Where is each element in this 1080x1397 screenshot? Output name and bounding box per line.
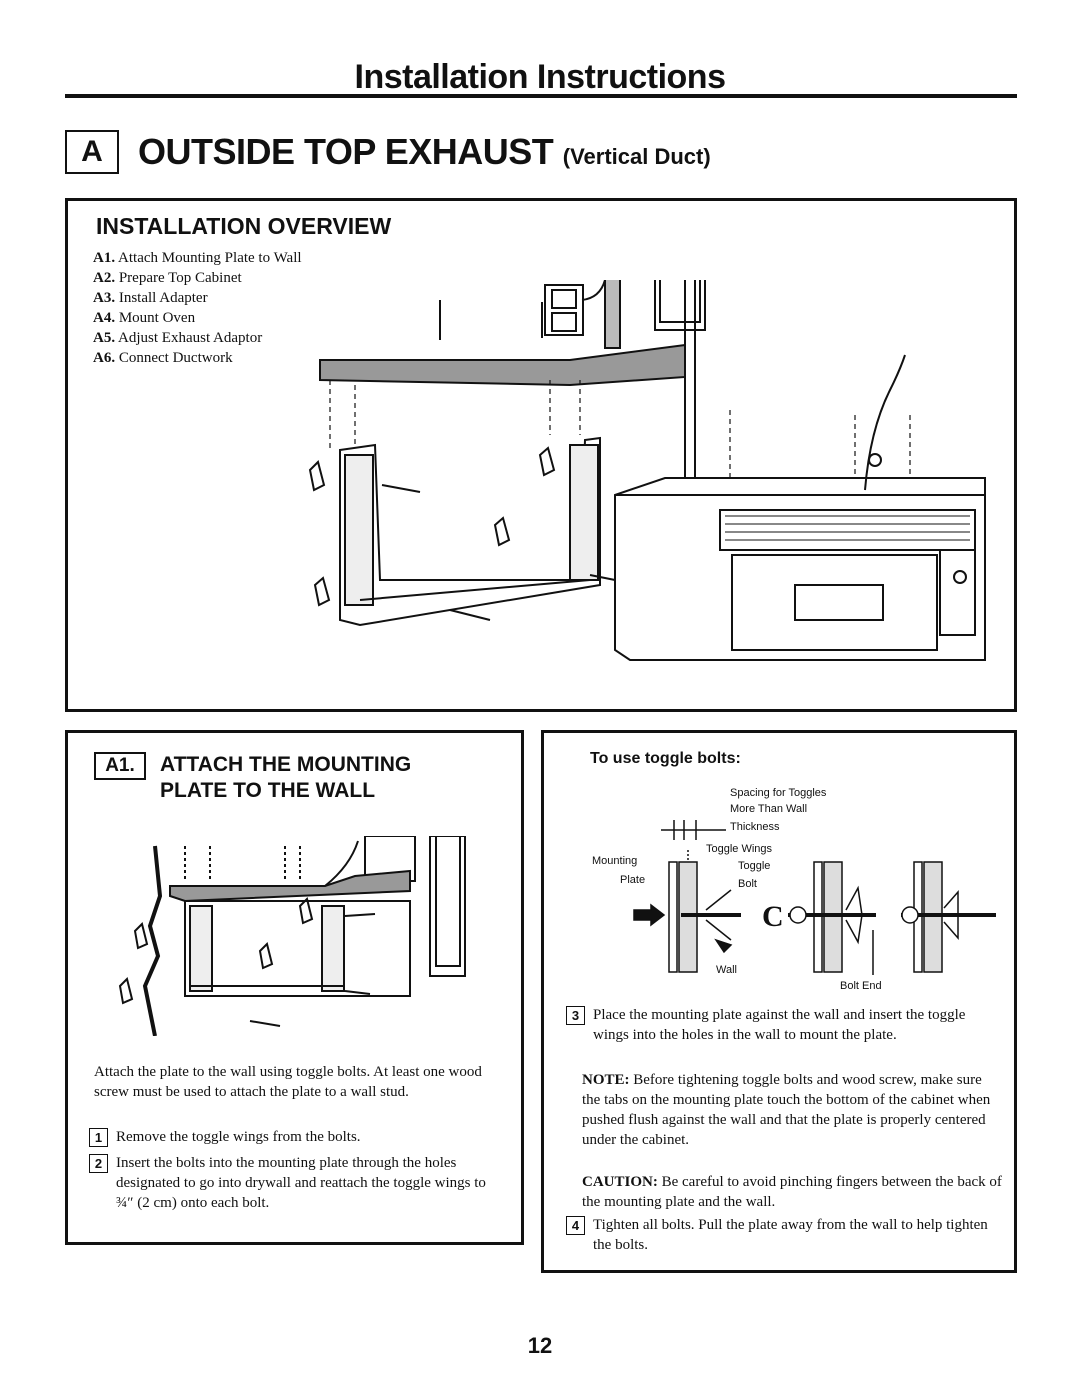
toggle-bolt-diagram: Spacing for Toggles More Than Wall Thick… xyxy=(592,787,996,992)
caution-paragraph: CAUTION: Be careful to avoid pinching fi… xyxy=(582,1172,1002,1212)
label-plate: Plate xyxy=(620,874,645,886)
label-wall: Wall xyxy=(716,964,737,976)
note-text: Before tightening toggle bolts and wood … xyxy=(582,1072,991,1148)
label-spacing-line-3: Thickness xyxy=(730,821,780,833)
step-text: Tighten all bolts. Pull the plate away f… xyxy=(593,1217,988,1253)
label-toggle: Toggle xyxy=(738,860,770,872)
note-label: NOTE: xyxy=(582,1072,630,1088)
a1-heading-line-2: PLATE TO THE WALL xyxy=(160,779,376,802)
svg-text:C: C xyxy=(762,900,784,933)
installation-overview-panel xyxy=(65,198,1017,712)
section-title: OUTSIDE TOP EXHAUST (Vertical Duct) xyxy=(138,131,711,173)
section-title-sub: (Vertical Duct) xyxy=(562,144,711,169)
section-letter-box: A xyxy=(65,130,119,174)
section-title-main: OUTSIDE TOP EXHAUST xyxy=(138,131,554,172)
overview-step-list: A1. Attach Mounting Plate to Wall A2. Pr… xyxy=(93,248,302,368)
label-spacing-line-1: Spacing for Toggles xyxy=(730,787,827,799)
label-toggle-wings: Toggle Wings xyxy=(706,843,773,855)
a1-heading-line-1: ATTACH THE MOUNTING xyxy=(160,753,412,776)
step-text: Remove the toggle wings from the bolts. xyxy=(116,1129,361,1145)
toggle-bolts-panel xyxy=(541,730,1017,1273)
caution-text: Be careful to avoid pinching fingers bet… xyxy=(582,1174,1002,1210)
a1-heading: ATTACH THE MOUNTING PLATE TO THE WALL xyxy=(160,752,490,804)
list-item: A6. Connect Ductwork xyxy=(93,350,233,366)
list-item: A4. Mount Oven xyxy=(93,310,196,326)
list-item: A1. Attach Mounting Plate to Wall xyxy=(93,250,302,266)
page-header-title: Installation Instructions xyxy=(354,58,726,96)
step-number-badge: 1 xyxy=(89,1128,108,1147)
note-paragraph: NOTE: Before tightening toggle bolts and… xyxy=(582,1070,992,1150)
step-number-badge: 3 xyxy=(566,1006,585,1025)
step-a1-label: A1. xyxy=(94,752,146,780)
step-text: Place the mounting plate against the wal… xyxy=(593,1007,966,1043)
caution-label: CAUTION: xyxy=(582,1174,658,1190)
step-text: Insert the bolts into the mounting plate… xyxy=(116,1155,486,1211)
step-number-badge: 4 xyxy=(566,1216,585,1235)
list-item: A2. Prepare Top Cabinet xyxy=(93,270,242,286)
attach-mounting-plate-panel xyxy=(65,730,524,1245)
overview-heading: INSTALLATION OVERVIEW xyxy=(96,213,392,239)
list-item: A5. Adjust Exhaust Adaptor xyxy=(93,330,263,346)
label-spacing-line-2: More Than Wall xyxy=(730,803,807,815)
overview-illustration xyxy=(308,280,986,661)
label-bolt: Bolt xyxy=(738,878,757,890)
toggle-bolts-heading: To use toggle bolts: xyxy=(590,750,741,767)
list-item: A3. Install Adapter xyxy=(93,290,208,306)
label-mounting: Mounting xyxy=(592,855,637,867)
a1-illustration xyxy=(118,836,466,1036)
page-number: 12 xyxy=(527,1333,553,1358)
a1-intro-text: Attach the plate to the wall using toggl… xyxy=(94,1064,482,1100)
header-rule xyxy=(65,94,1017,98)
label-bolt-end: Bolt End xyxy=(840,980,882,992)
step-number-badge: 2 xyxy=(89,1154,108,1173)
